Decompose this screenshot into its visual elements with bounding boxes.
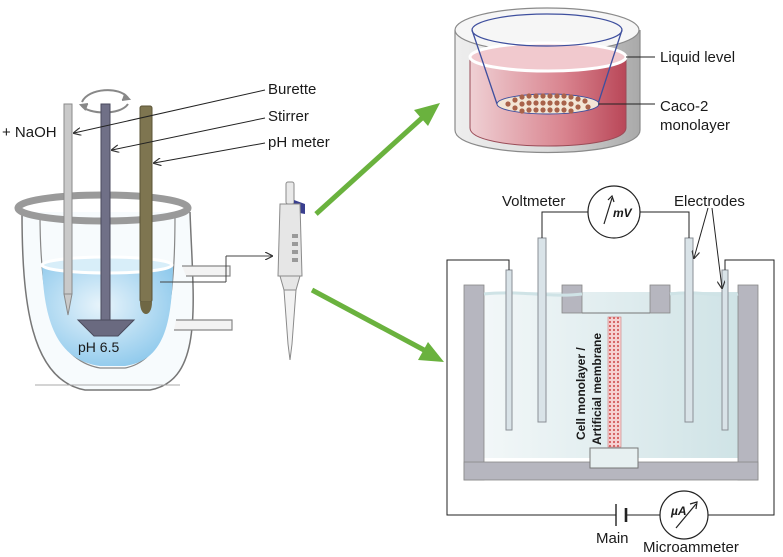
caco2-label-line1: Caco-2 — [660, 98, 708, 115]
current-circuit — [446, 259, 775, 516]
microammeter-icon — [659, 490, 709, 540]
electrodes-label: Electrodes — [674, 193, 745, 210]
liquid-level-surface — [468, 41, 628, 73]
ph-value-label: pH 6.5 — [78, 339, 119, 355]
voltmeter-circuit — [541, 211, 690, 238]
naoh-label: + NaOH — [2, 124, 57, 141]
liquid-level-label: Liquid level — [660, 49, 735, 66]
ua-unit-label: µA — [670, 504, 687, 518]
ph-meter-probe — [139, 105, 153, 314]
ph-meter-label: pH meter — [268, 134, 330, 151]
burette — [63, 103, 73, 316]
voltmeter-icon — [587, 185, 641, 239]
stirrer-label: Stirrer — [268, 108, 309, 125]
battery-icon — [615, 504, 628, 526]
microammeter-label: Microammeter — [643, 539, 739, 556]
membrane-label-line1: Cell monolayer / — [574, 347, 588, 440]
caco2-label-line2: monolayer — [660, 117, 730, 134]
outlet-port — [174, 319, 233, 331]
mv-unit-label: mV — [613, 206, 633, 220]
stirrer — [76, 103, 136, 337]
pipette-icon — [277, 181, 305, 361]
membrane-label-line2: Artificial membrane — [590, 333, 604, 445]
green-arrows — [310, 103, 444, 362]
burette-label: Burette — [268, 81, 316, 98]
titration-vessel — [14, 191, 233, 391]
voltmeter-label: Voltmeter — [502, 193, 565, 210]
ussing-chamber — [463, 284, 759, 481]
main-label: Main — [596, 530, 629, 547]
transwell-insert — [454, 7, 641, 154]
membrane — [607, 316, 622, 448]
inlet-port — [182, 265, 231, 277]
